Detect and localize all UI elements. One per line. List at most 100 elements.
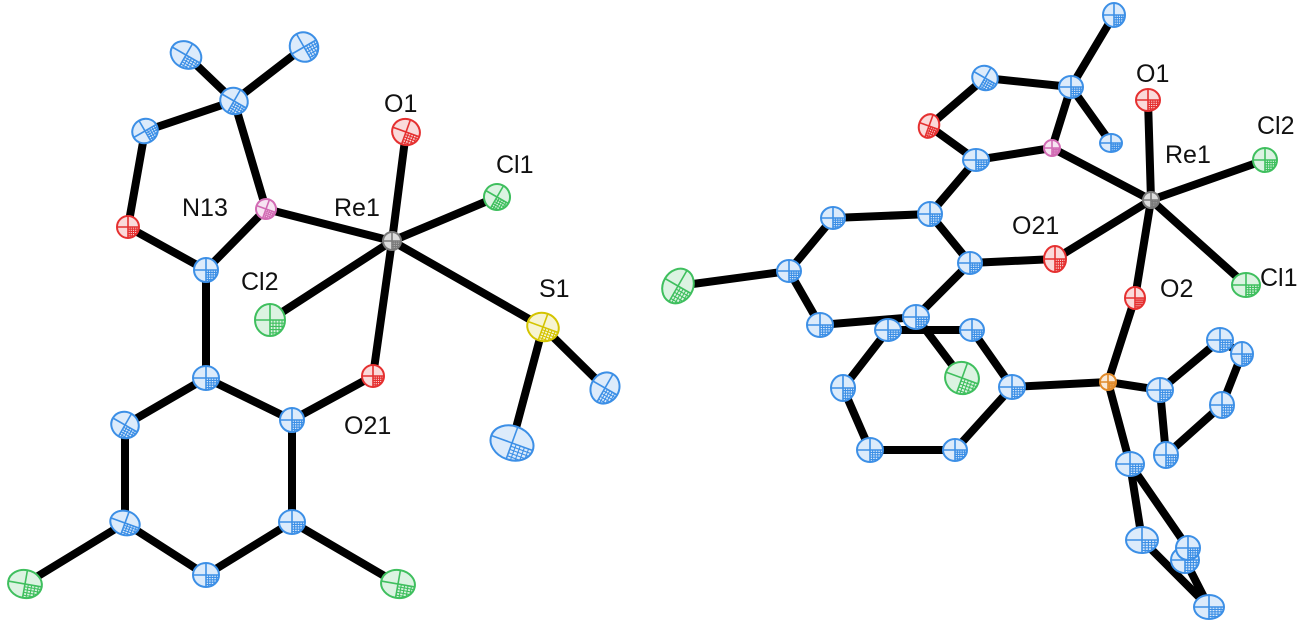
atom-d5-c bbox=[1175, 535, 1201, 561]
bond-c14-c15 bbox=[141, 97, 238, 135]
atom-d2-c bbox=[1125, 526, 1159, 554]
bond-s1-cme2 bbox=[508, 323, 547, 447]
label-o21: O21 bbox=[1012, 212, 1059, 240]
right-molecule: O1 Cl2 Re1 O21 Cl1 O2 bbox=[661, 2, 1298, 620]
atom-b4-c bbox=[1209, 391, 1235, 419]
bond-c1-c2 bbox=[202, 374, 296, 424]
left-atoms bbox=[7, 31, 621, 601]
atom-d4-c bbox=[1193, 594, 1225, 620]
bond-n13-c14 bbox=[230, 97, 270, 213]
bond-c5-cl4 bbox=[21, 519, 129, 588]
atom-c3-c bbox=[278, 509, 306, 535]
bond-re1-cl1 bbox=[388, 193, 501, 245]
atom-o21-o bbox=[1043, 245, 1067, 273]
atom-o2-o bbox=[1124, 286, 1146, 310]
bond-o21-c2 bbox=[966, 255, 1059, 267]
atom-cl1-cl bbox=[1231, 272, 1261, 298]
atom-o1-o bbox=[391, 117, 421, 149]
atom-a2-c bbox=[959, 318, 985, 342]
atom-re1-re bbox=[382, 231, 402, 251]
bond-re1-n13 bbox=[262, 205, 396, 245]
bond-o2-p1 bbox=[1104, 294, 1139, 386]
atom-c6-c bbox=[820, 206, 846, 230]
atom-c14-c bbox=[971, 64, 999, 94]
bond-re1-s1 bbox=[388, 237, 547, 331]
atom-c6-c bbox=[110, 410, 140, 443]
atom-cm1-c bbox=[1102, 2, 1126, 28]
atom-clb-cl bbox=[944, 360, 980, 398]
atom-c13-c bbox=[962, 148, 990, 172]
atom-n13-n bbox=[255, 198, 277, 222]
atom-a6-c bbox=[942, 438, 968, 462]
atom-a1-c bbox=[998, 374, 1026, 400]
label-cl1: Cl1 bbox=[1260, 264, 1298, 292]
bond-c5-cla bbox=[674, 267, 793, 290]
atom-c12-c bbox=[193, 257, 219, 283]
bond-re1-cl2 bbox=[1147, 156, 1269, 204]
atom-cm2-c bbox=[288, 31, 323, 63]
atom-cl4-cl bbox=[7, 568, 43, 601]
atom-c1-c bbox=[917, 201, 943, 227]
atom-c4-c bbox=[806, 312, 834, 338]
atom-c4-c bbox=[192, 562, 220, 588]
bond-p1-d1 bbox=[1104, 378, 1134, 468]
label-re1: Re1 bbox=[334, 194, 380, 222]
label-cl1: Cl1 bbox=[496, 151, 534, 179]
bond-c15-cm1 bbox=[1067, 11, 1118, 91]
atom-n-n bbox=[1043, 139, 1061, 157]
bond-re1-o21 bbox=[1051, 196, 1155, 263]
atom-d1-c bbox=[1115, 451, 1145, 477]
atom-a3-c bbox=[874, 318, 902, 342]
atom-cl2-cl bbox=[1252, 147, 1278, 173]
atom-re1-re bbox=[1142, 191, 1160, 209]
atom-c15-c bbox=[1058, 75, 1084, 99]
atom-cm1-c bbox=[169, 40, 203, 73]
atom-c5-c bbox=[776, 259, 802, 283]
right-bonds bbox=[674, 11, 1269, 611]
atom-o1-o bbox=[1135, 88, 1161, 112]
bond-c3-c4 bbox=[202, 518, 296, 579]
label-s1: S1 bbox=[539, 275, 570, 303]
atom-b2-c bbox=[1206, 327, 1234, 353]
bond-re1-o21 bbox=[369, 237, 396, 380]
atom-o21-o bbox=[361, 364, 385, 388]
atom-b1-c bbox=[1146, 377, 1174, 403]
atom-c2-c bbox=[279, 407, 305, 433]
atom-c15-c bbox=[131, 117, 162, 145]
atom-cla-cl bbox=[661, 267, 695, 308]
left-molecule: O1 Cl1 N13 Re1 Cl2 S1 O21 bbox=[7, 31, 621, 601]
right-atoms bbox=[661, 2, 1278, 620]
bond-o16-c12 bbox=[124, 223, 210, 274]
atom-a5-c bbox=[856, 437, 884, 463]
bond-re1-cl1 bbox=[1147, 196, 1250, 289]
atom-cm2-c bbox=[1099, 133, 1123, 153]
label-o1: O1 bbox=[1136, 60, 1169, 88]
atom-c2-c bbox=[957, 251, 983, 275]
bond-re1-n bbox=[1048, 144, 1155, 204]
atom-a4-c bbox=[830, 374, 856, 402]
atom-cl2-cl bbox=[254, 303, 286, 337]
left-bonds bbox=[21, 43, 609, 588]
bond-re1-cl2 bbox=[266, 237, 396, 324]
bond-d2-d4 bbox=[1138, 536, 1213, 611]
bond-a6-a1 bbox=[951, 383, 1016, 454]
atom-c5-c bbox=[109, 509, 141, 539]
atom-c1-c bbox=[192, 365, 220, 391]
label-cl2: Cl2 bbox=[1257, 112, 1295, 140]
atom-b5-c bbox=[1153, 441, 1179, 469]
bond-c12-n13 bbox=[202, 205, 270, 274]
atom-cme1-c bbox=[589, 371, 621, 408]
atom-b3-c bbox=[1230, 341, 1254, 367]
label-o2: O2 bbox=[1160, 275, 1193, 303]
atom-o1x-o bbox=[917, 113, 941, 141]
bond-re1-o1 bbox=[1144, 96, 1155, 204]
bond-c6-c1 bbox=[829, 210, 934, 222]
bond-c3-c4 bbox=[816, 313, 920, 329]
atom-cl1-cl bbox=[483, 183, 511, 214]
bond-c2-o21 bbox=[288, 372, 377, 424]
label-n13: N13 bbox=[182, 194, 228, 222]
bond-p1-a1 bbox=[1008, 378, 1112, 391]
bond-c14-c15 bbox=[981, 74, 1075, 91]
atom-cme2-c bbox=[489, 424, 535, 466]
